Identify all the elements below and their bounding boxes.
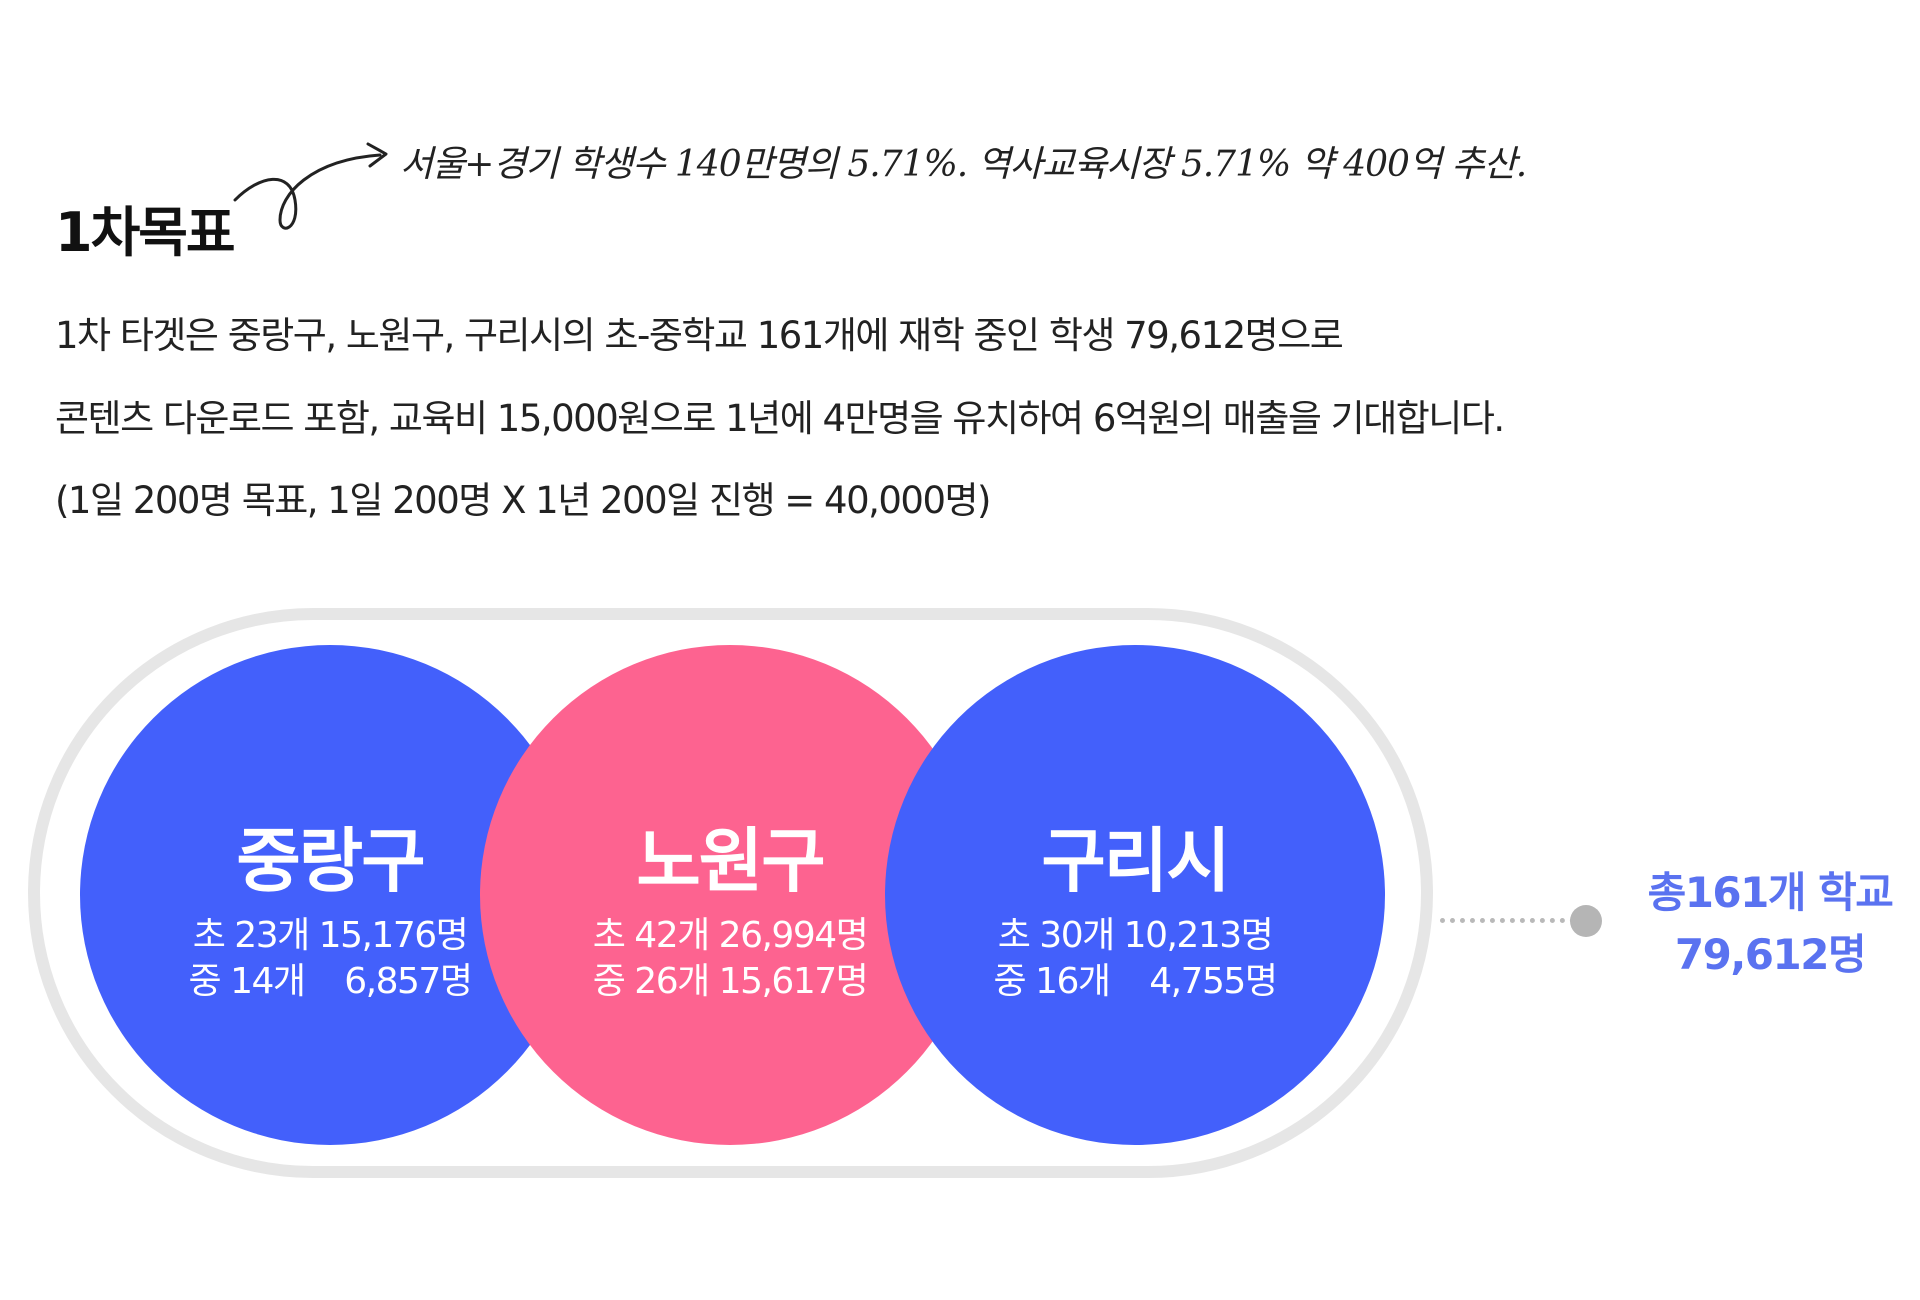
paragraph-line-3: (1일 200명 목표, 1일 200명 X 1년 200일 진행 = 40,0… bbox=[55, 479, 991, 522]
district-stats: 초 23개 15,176명 중 14개 6,857명 bbox=[80, 913, 580, 1005]
elementary-stat: 초 23개 15,176명 bbox=[192, 915, 469, 956]
middle-stat: 중 14개 6,857명 bbox=[188, 961, 473, 1002]
paragraph-line-1: 1차 타겟은 중랑구, 노원구, 구리시의 초-중학교 161개에 재학 중인 … bbox=[55, 314, 1344, 357]
district-guri: 구리시 초 30개 10,213명 중 16개 4,755명 bbox=[885, 645, 1385, 1145]
dotted-connector bbox=[1440, 918, 1585, 923]
connector-end-dot bbox=[1570, 905, 1602, 937]
district-stats: 초 42개 26,994명 중 26개 15,617명 bbox=[480, 913, 980, 1005]
paragraph-line-2: 콘텐츠 다운로드 포함, 교육비 15,000원으로 1년에 4만명을 유치하여… bbox=[55, 397, 1505, 440]
total-schools: 총161개 학교 bbox=[1647, 868, 1894, 917]
goal-title: 1차목표 bbox=[55, 201, 236, 264]
district-stats: 초 30개 10,213명 중 16개 4,755명 bbox=[885, 913, 1385, 1005]
district-name: 구리시 bbox=[1041, 820, 1230, 902]
total-students: 79,612명 bbox=[1674, 930, 1867, 979]
district-name: 중랑구 bbox=[236, 820, 425, 902]
district-circle-guri bbox=[885, 645, 1385, 1145]
middle-stat: 중 26개 15,617명 bbox=[592, 961, 869, 1002]
district-nowon: 노원구 초 42개 26,994명 중 26개 15,617명 bbox=[480, 645, 980, 1145]
district-jungnang: 중랑구 초 23개 15,176명 중 14개 6,857명 bbox=[80, 645, 580, 1145]
elementary-stat: 초 42개 26,994명 bbox=[592, 915, 869, 956]
total-summary: 총161개 학교 79,612명 bbox=[1630, 862, 1910, 986]
elementary-stat: 초 30개 10,213명 bbox=[997, 915, 1274, 956]
handwritten-arrow-icon bbox=[233, 142, 388, 230]
middle-stat: 중 16개 4,755명 bbox=[993, 961, 1278, 1002]
district-name: 노원구 bbox=[636, 820, 825, 902]
handwritten-note: 서울+경기 학생수 140만명의 5.71%. 역사교육시장 5.71% 약 4… bbox=[400, 144, 1527, 185]
